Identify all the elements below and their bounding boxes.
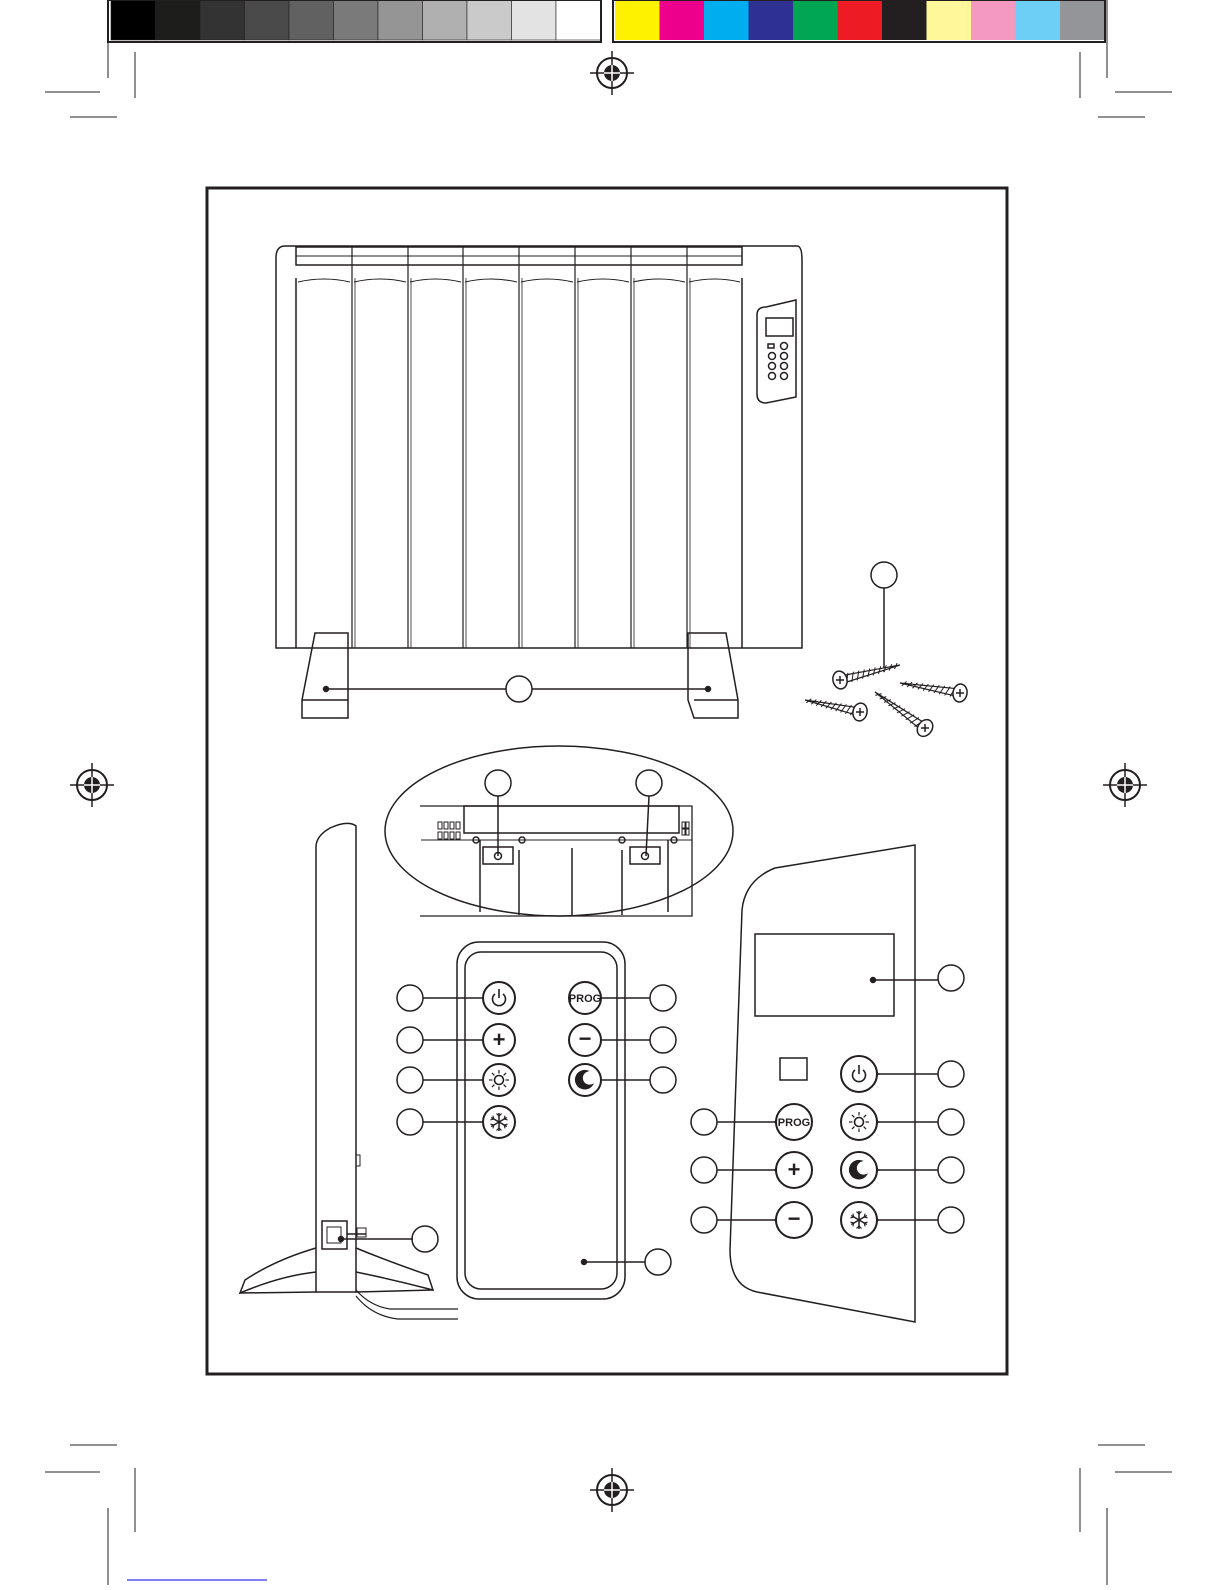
panel-minus-callout [691,1207,780,1233]
panel-minus-button[interactable]: − [776,1202,812,1238]
color-swatch [882,0,927,40]
panel-eco-button[interactable] [841,1152,877,1188]
color-swatch [1016,0,1061,40]
prog-icon: PROG [778,1117,810,1129]
remote-plus-button[interactable]: + [483,1024,515,1056]
color-swatch [749,0,794,40]
callout-lcd [938,965,964,991]
gray-swatch [111,0,156,40]
wall-bracket-right [630,847,660,864]
main-power-switch [322,1221,347,1249]
panel-power-button[interactable] [841,1056,877,1092]
radiator-feet [302,633,738,718]
panel-power-callout [874,1061,965,1087]
remote-antifreeze-button[interactable] [483,1106,515,1138]
panel-plus-button[interactable]: + [776,1152,812,1188]
prog-label: PROG [569,993,601,1005]
remote-power-button[interactable] [483,982,515,1014]
color-swatch [793,0,838,40]
minus-label: − [579,1026,592,1051]
gray-swatch [467,0,512,40]
color-swatch [927,0,972,40]
plus-label: + [493,1027,506,1052]
gray-swatch [556,0,601,40]
remote-prog-button[interactable]: PROG [569,982,601,1014]
screw [805,699,869,722]
remote-eco-button[interactable] [569,1064,601,1096]
gray-swatch [334,0,379,40]
remote-comfort-callout [397,1067,488,1093]
callout-bracket-left [485,770,511,796]
prog-label: PROG [778,1117,810,1129]
gray-swatch [200,0,245,40]
plus-icon: + [493,1027,506,1052]
wall-brackets-detail [385,746,733,916]
minus-icon: − [788,1206,801,1231]
color-swatch [971,0,1016,40]
remote-power-callout [397,985,488,1011]
gray-swatch [378,0,423,40]
radiator-side-view [240,823,458,1319]
color-swatch [660,0,705,40]
panel-plus-callout [691,1157,780,1183]
indicator-light [780,1058,807,1080]
minus-label: − [788,1206,801,1231]
registration-mark-top [590,51,634,95]
color-swatch [704,0,749,40]
registration-mark-bottom [590,1468,634,1512]
panel-antifreeze-button[interactable] [841,1202,877,1238]
radiator-mini-panel [757,300,796,403]
figure-frame [207,188,1007,1374]
panel-eco-callout [874,1157,965,1183]
crop-marks [45,0,1172,1585]
callout-feet [506,676,532,702]
panel-antifreeze-callout [874,1207,965,1233]
gray-swatch [156,0,201,40]
screw [831,663,900,690]
screw [900,682,968,703]
print-color-bar [108,0,1105,42]
remote-minus-button[interactable]: − [569,1024,601,1056]
callout-remote [645,1249,671,1275]
remote-eco-callout [597,1067,677,1093]
panel-prog-button[interactable]: PROG [776,1104,812,1140]
prog-icon: PROG [569,993,601,1005]
remote-prog-callout [597,985,677,1011]
callout-power-switch [412,1226,438,1252]
remote-plus-callout [397,1027,488,1053]
gray-swatch [423,0,468,40]
callout-bracket-right [636,770,662,796]
plus-label: + [788,1157,801,1182]
buttons-layer: + PROG − PROG + − [397,982,964,1238]
remote-antifreeze-callout [397,1109,488,1135]
minus-icon: − [579,1026,592,1051]
lcd-display [755,934,894,1016]
gray-swatch [289,0,334,40]
radiator-fins [298,247,740,648]
color-swatch [615,0,660,40]
wall-mounting-screws [805,562,968,739]
registration-mark-right [1103,763,1147,807]
radiator-front-view [276,246,802,648]
color-swatch [838,0,883,40]
color-swatch [1060,0,1105,40]
screw [875,692,936,739]
remote-minus-callout [597,1027,677,1053]
panel-comfort-callout [874,1109,965,1135]
callout-screws [871,562,897,588]
gray-swatch [245,0,290,40]
gray-swatch [512,0,557,40]
registration-mark-left [70,763,114,807]
remote-comfort-button[interactable] [483,1064,515,1096]
panel-comfort-button[interactable] [841,1104,877,1140]
plus-icon: + [788,1157,801,1182]
